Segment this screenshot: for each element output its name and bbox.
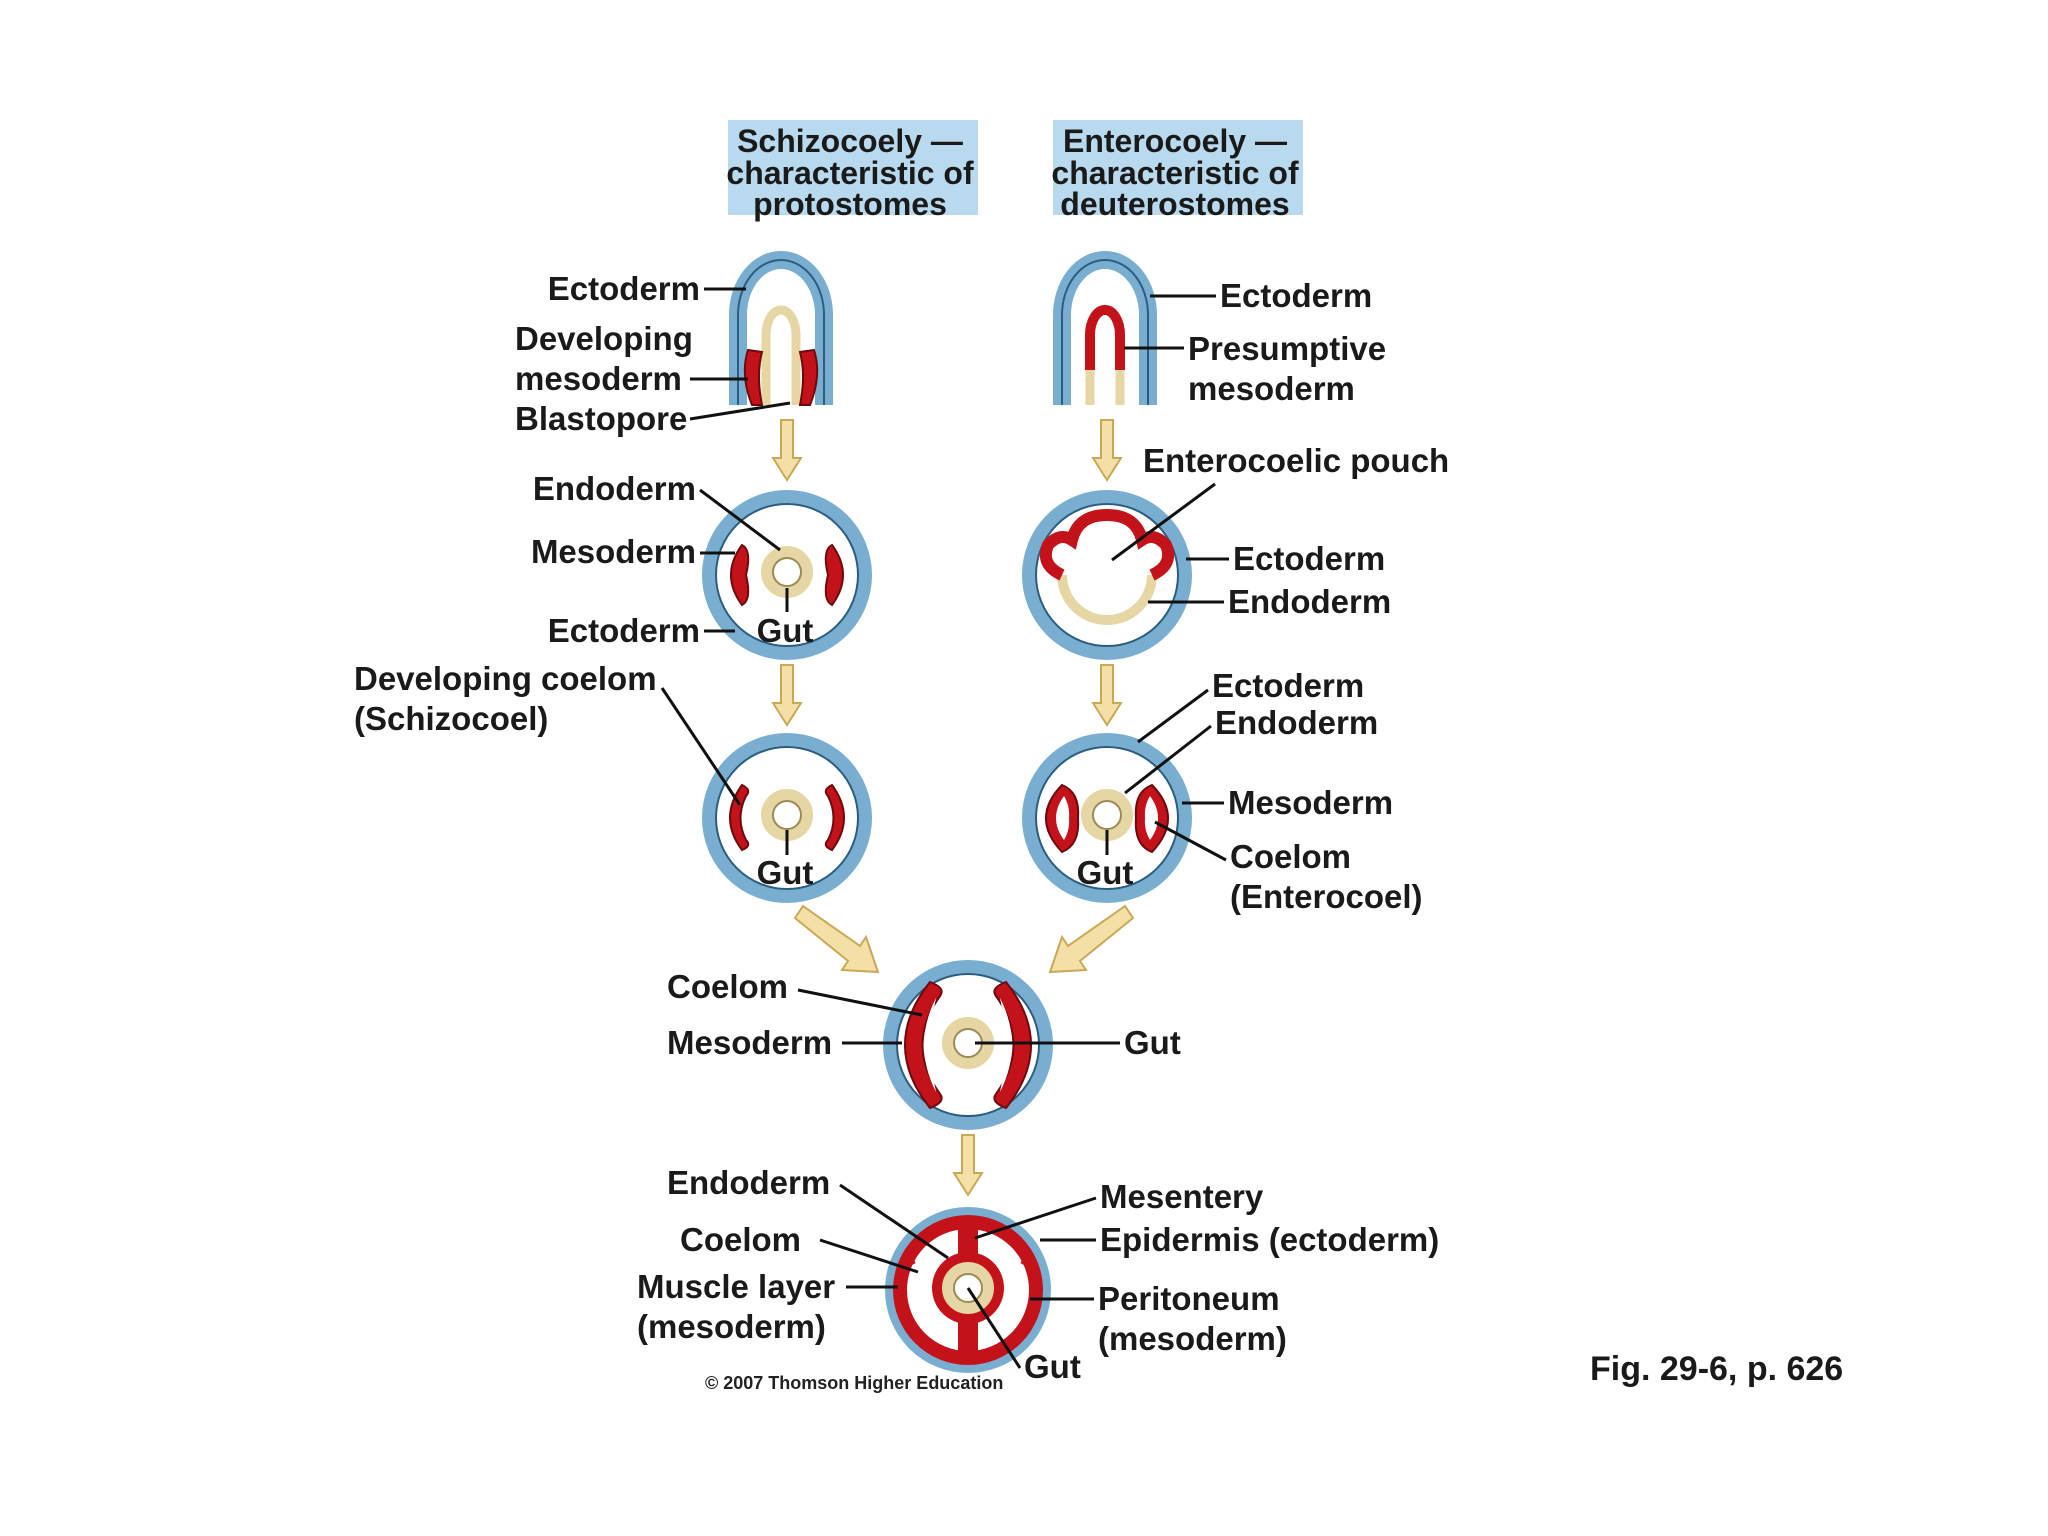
header-right-line3: deuterostomes (1060, 186, 1289, 222)
arrow-left-1 (771, 419, 803, 482)
merged-mesoderm-right (993, 980, 1032, 1110)
label-peritoneum-1: Peritoneum (1098, 1280, 1280, 1317)
label-coelom-merged: Coelom (667, 968, 788, 1005)
left-gastrula (729, 251, 833, 406)
label-gut-final: Gut (1024, 1348, 1081, 1385)
label-ectoderm-r2: Ectoderm (1233, 540, 1385, 577)
label-developing-coelom-1: Developing coelom (354, 660, 657, 697)
header-right-line2: characteristic of (1051, 155, 1299, 191)
arrow-right-1 (1091, 419, 1123, 482)
label-presumptive-2: mesoderm (1188, 370, 1355, 407)
label-endoderm-final: Endoderm (667, 1164, 830, 1201)
label-developing-coelom-2: (Schizocoel) (354, 700, 548, 737)
label-ectoderm-r3: Ectoderm (1212, 667, 1364, 704)
left-stage3-schizocoel-right (824, 783, 845, 852)
label-muscle-2: (mesoderm) (637, 1308, 826, 1345)
merged-coelom-left (924, 998, 936, 1092)
left-stage3-embryo (702, 733, 872, 903)
right-gastrula-ectoderm (1053, 251, 1157, 405)
header-left-line1: Schizocoely — (737, 123, 963, 159)
label-coelom-r3-1: Coelom (1230, 838, 1351, 875)
arrow-right-2 (1091, 664, 1123, 727)
label-gut-l3: Gut (757, 854, 814, 891)
label-gut-r3: Gut (1077, 854, 1134, 891)
label-ectoderm-r1: Ectoderm (1220, 277, 1372, 314)
right-presumptive-mesoderm (1085, 305, 1125, 370)
label-ectoderm-l2: Ectoderm (548, 612, 700, 649)
right-stage2-endoderm (1057, 574, 1157, 625)
left-stage3-schizocoel-left (729, 783, 750, 852)
label-gut-l2: Gut (757, 612, 814, 649)
label-coelom-r3-2: (Enterocoel) (1230, 878, 1423, 915)
label-epidermis: Epidermis (ectoderm) (1100, 1221, 1439, 1258)
left-developing-mesoderm-left (743, 348, 764, 406)
label-blastopore: Blastopore (515, 400, 687, 437)
arrow-final (952, 1134, 984, 1197)
header-left-line3: protostomes (753, 186, 947, 222)
label-mesoderm-r3: Mesoderm (1228, 784, 1393, 821)
figure-reference: Fig. 29-6, p. 626 (1590, 1350, 1843, 1388)
label-mesoderm-l2: Mesoderm (531, 533, 696, 570)
label-ectoderm-l1: Ectoderm (548, 270, 700, 307)
label-enterocoelic-pouch: Enterocoelic pouch (1143, 442, 1449, 479)
label-developing-mesoderm-1: Developing (515, 320, 693, 357)
arrow-left-2 (771, 664, 803, 727)
right-stage3-enterocoel-right (1144, 796, 1158, 840)
arrow-merge-left (793, 904, 880, 974)
label-mesentery: Mesentery (1100, 1178, 1264, 1215)
arrow-merge-right (1048, 904, 1135, 974)
header-right-line1: Enterocoely — (1063, 123, 1287, 159)
header-left-line2: characteristic of (726, 155, 974, 191)
merged-coelom-right (1000, 998, 1012, 1092)
left-stage2-embryo (702, 490, 872, 660)
right-stage2-embryo (1022, 490, 1192, 660)
label-peritoneum-2: (mesoderm) (1098, 1320, 1287, 1357)
left-gastrula-endoderm (761, 305, 801, 405)
left-stage2-mesoderm-left (730, 543, 750, 607)
right-gastrula (1053, 251, 1157, 405)
label-gut-merged: Gut (1124, 1024, 1181, 1061)
header-right-box (1053, 120, 1303, 215)
label-muscle-1: Muscle layer (637, 1268, 835, 1305)
left-developing-mesoderm-right (798, 348, 819, 406)
label-endoderm-l2: Endoderm (533, 470, 696, 507)
right-enterocoelic-pouch (1039, 508, 1175, 581)
label-presumptive-1: Presumptive (1188, 330, 1386, 367)
header-left-box (728, 120, 978, 215)
label-developing-mesoderm-2: mesoderm (515, 360, 682, 397)
merged-stage-embryo (883, 960, 1053, 1130)
left-stage2-mesoderm-right (824, 543, 844, 607)
label-endoderm-r3: Endoderm (1215, 704, 1378, 741)
label-mesoderm-merged: Mesoderm (667, 1024, 832, 1061)
label-coelom-final: Coelom (680, 1221, 801, 1258)
copyright-text: © 2007 Thomson Higher Education (705, 1373, 1003, 1393)
right-stage3-enterocoel-left (1056, 796, 1070, 840)
right-stage3-embryo (1022, 733, 1192, 903)
label-endoderm-r2: Endoderm (1228, 583, 1391, 620)
